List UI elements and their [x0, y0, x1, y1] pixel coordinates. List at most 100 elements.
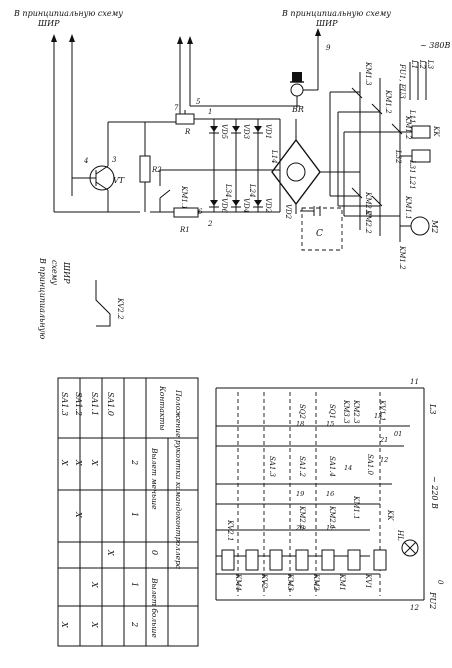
label-r2: R2 [151, 166, 162, 174]
label-kk2: KK [386, 509, 394, 521]
label-l31: L31 [408, 159, 416, 174]
label-km13: KM1.3 [364, 61, 372, 86]
node-20: 20 [295, 524, 304, 532]
label-r: R [184, 128, 191, 136]
label-br: BR [291, 105, 304, 114]
control-circuit: L3 FU2 0 ~ 220 В 11 12 KM4 KV2 KM3 [215, 378, 444, 612]
label-kv2: KV2 [260, 573, 268, 589]
label-km21b: KM2.1 [328, 505, 336, 530]
label-r1: R1 [179, 226, 190, 234]
label-vd1: VD1 [264, 124, 272, 139]
contact-km11-top: KM1.1 [159, 169, 214, 212]
node-11: 11 [410, 378, 419, 386]
label-vd4: VD4 [242, 198, 250, 213]
table-group-more: Вылет больше [150, 577, 159, 638]
node-01: 01 [394, 430, 402, 438]
node-12: 12 [410, 604, 419, 612]
node-13: 13 [374, 412, 382, 420]
label-km11: KM1.1 [404, 195, 412, 220]
node-4: 4 [83, 157, 88, 165]
coil-kv2b [269, 549, 283, 571]
node-21: 21 [379, 436, 388, 444]
label-km12-bot: KM1.2 [398, 245, 406, 270]
label-km22c: KM2.2 [298, 505, 306, 530]
label-km11b: KM1.1 [352, 495, 360, 520]
label-km22: KM2.2 [364, 191, 372, 216]
label-vt: VT [113, 176, 125, 185]
node-7: 7 [174, 104, 179, 112]
arrow-right: 9 [315, 28, 331, 84]
label-vd5: VD5 [220, 124, 228, 140]
label-kv22: KV2.2 [116, 297, 124, 320]
position-table: Положение рукоятки командоконтроллера Ко… [57, 377, 199, 647]
cell-sa11-pos2: X [90, 459, 99, 466]
row-name-2: SA1.2 [74, 392, 83, 416]
coil-km2 [321, 549, 335, 571]
label-l34: L34 [224, 183, 232, 198]
row-name-1: SA1.1 [90, 392, 99, 416]
lamp-hl [401, 539, 419, 557]
potentiometer-r: R 7 5 [174, 98, 214, 136]
ref-label-right-line2: ШИР [315, 19, 338, 28]
node-16: 16 [326, 490, 334, 498]
ref-label-left-line2: ШИР [37, 19, 60, 28]
node-012: 12 [380, 456, 388, 464]
label-kv1: KV1 [364, 573, 372, 589]
cell-sa12-pos1: X [74, 511, 83, 518]
label-km3: KM3 [286, 573, 294, 591]
ref-label-right-line1: В принципиальную схему [281, 9, 391, 18]
coil-kv1 [373, 549, 387, 571]
label-km12b: KM1.2 [404, 115, 412, 140]
cell-sa12-pos2: X [74, 459, 83, 466]
cell-sa11-pos2b: X [90, 621, 99, 628]
node-3: 3 [112, 156, 117, 164]
label-l24: L24 [248, 183, 256, 198]
label-l3b: L3 [428, 403, 437, 414]
capacitor-c: C VD2 [284, 204, 343, 251]
label-km33: KM3.3 [342, 399, 350, 424]
node-9: 9 [326, 44, 331, 52]
label-l32: L32 [394, 149, 402, 164]
fuses-fu1-fu3: FU1, FU3 L1 L2 L3 ~ 380В [398, 41, 451, 100]
ref-label-kv22-line2: схему [50, 260, 59, 285]
ref-label-left-line1: В принципиальную схему [13, 9, 123, 18]
label-l2: L2 [418, 59, 426, 70]
table-pos-3: 1 [130, 582, 139, 587]
arrows-mid [177, 36, 193, 116]
label-l11: L11 [408, 109, 416, 124]
resistor-r1: R1 [173, 207, 199, 234]
transformer-block [271, 119, 360, 214]
label-l14: L14 [270, 149, 278, 164]
cell-sa10-pos0: X [106, 549, 115, 556]
label-fu1-fu3: FU1, FU3 [398, 63, 406, 99]
label-kv21: KV2.1 [226, 519, 234, 541]
table-pos-1: 1 [130, 512, 139, 517]
node-18: 18 [296, 420, 304, 428]
node-0: 0 [436, 580, 444, 585]
label-km23: KM2.3 [352, 399, 360, 424]
label-kk: KK [432, 125, 440, 137]
label-vd2b: VD2 [284, 204, 292, 220]
node-15: 15 [326, 420, 334, 428]
cell-sa11-pos1b: X [90, 581, 99, 588]
contact-kv22: В принципиальную схему ШИР KV2.2 [38, 257, 124, 339]
label-l1: L1 [410, 59, 418, 69]
diode-bridge: VD5 VD3 VD1 VD6 VD4 VD2 1 2 6 L34 L24 L1… [198, 108, 281, 228]
table-group-less: Вылет меньше [150, 447, 159, 510]
cell-sa13-pos2b: X [60, 621, 69, 628]
arrows-left [51, 34, 75, 212]
node-5: 5 [196, 98, 201, 106]
coil-kv2 [221, 549, 235, 571]
label-sq1: SQ1 [328, 404, 336, 419]
node-6: 6 [198, 208, 203, 216]
coil-km3 [295, 549, 309, 571]
ref-label-kv22-line3: ШИР [62, 261, 71, 284]
node-1: 1 [208, 108, 212, 116]
label-sa13: SA1.3 [268, 456, 276, 478]
table-title: Положение рукоятки командоконтроллера [174, 389, 183, 569]
coil-km4 [245, 549, 259, 571]
label-vd2: VD2 [264, 198, 272, 214]
label-l3: L3 [426, 59, 434, 70]
label-vd3: VD3 [242, 124, 250, 140]
